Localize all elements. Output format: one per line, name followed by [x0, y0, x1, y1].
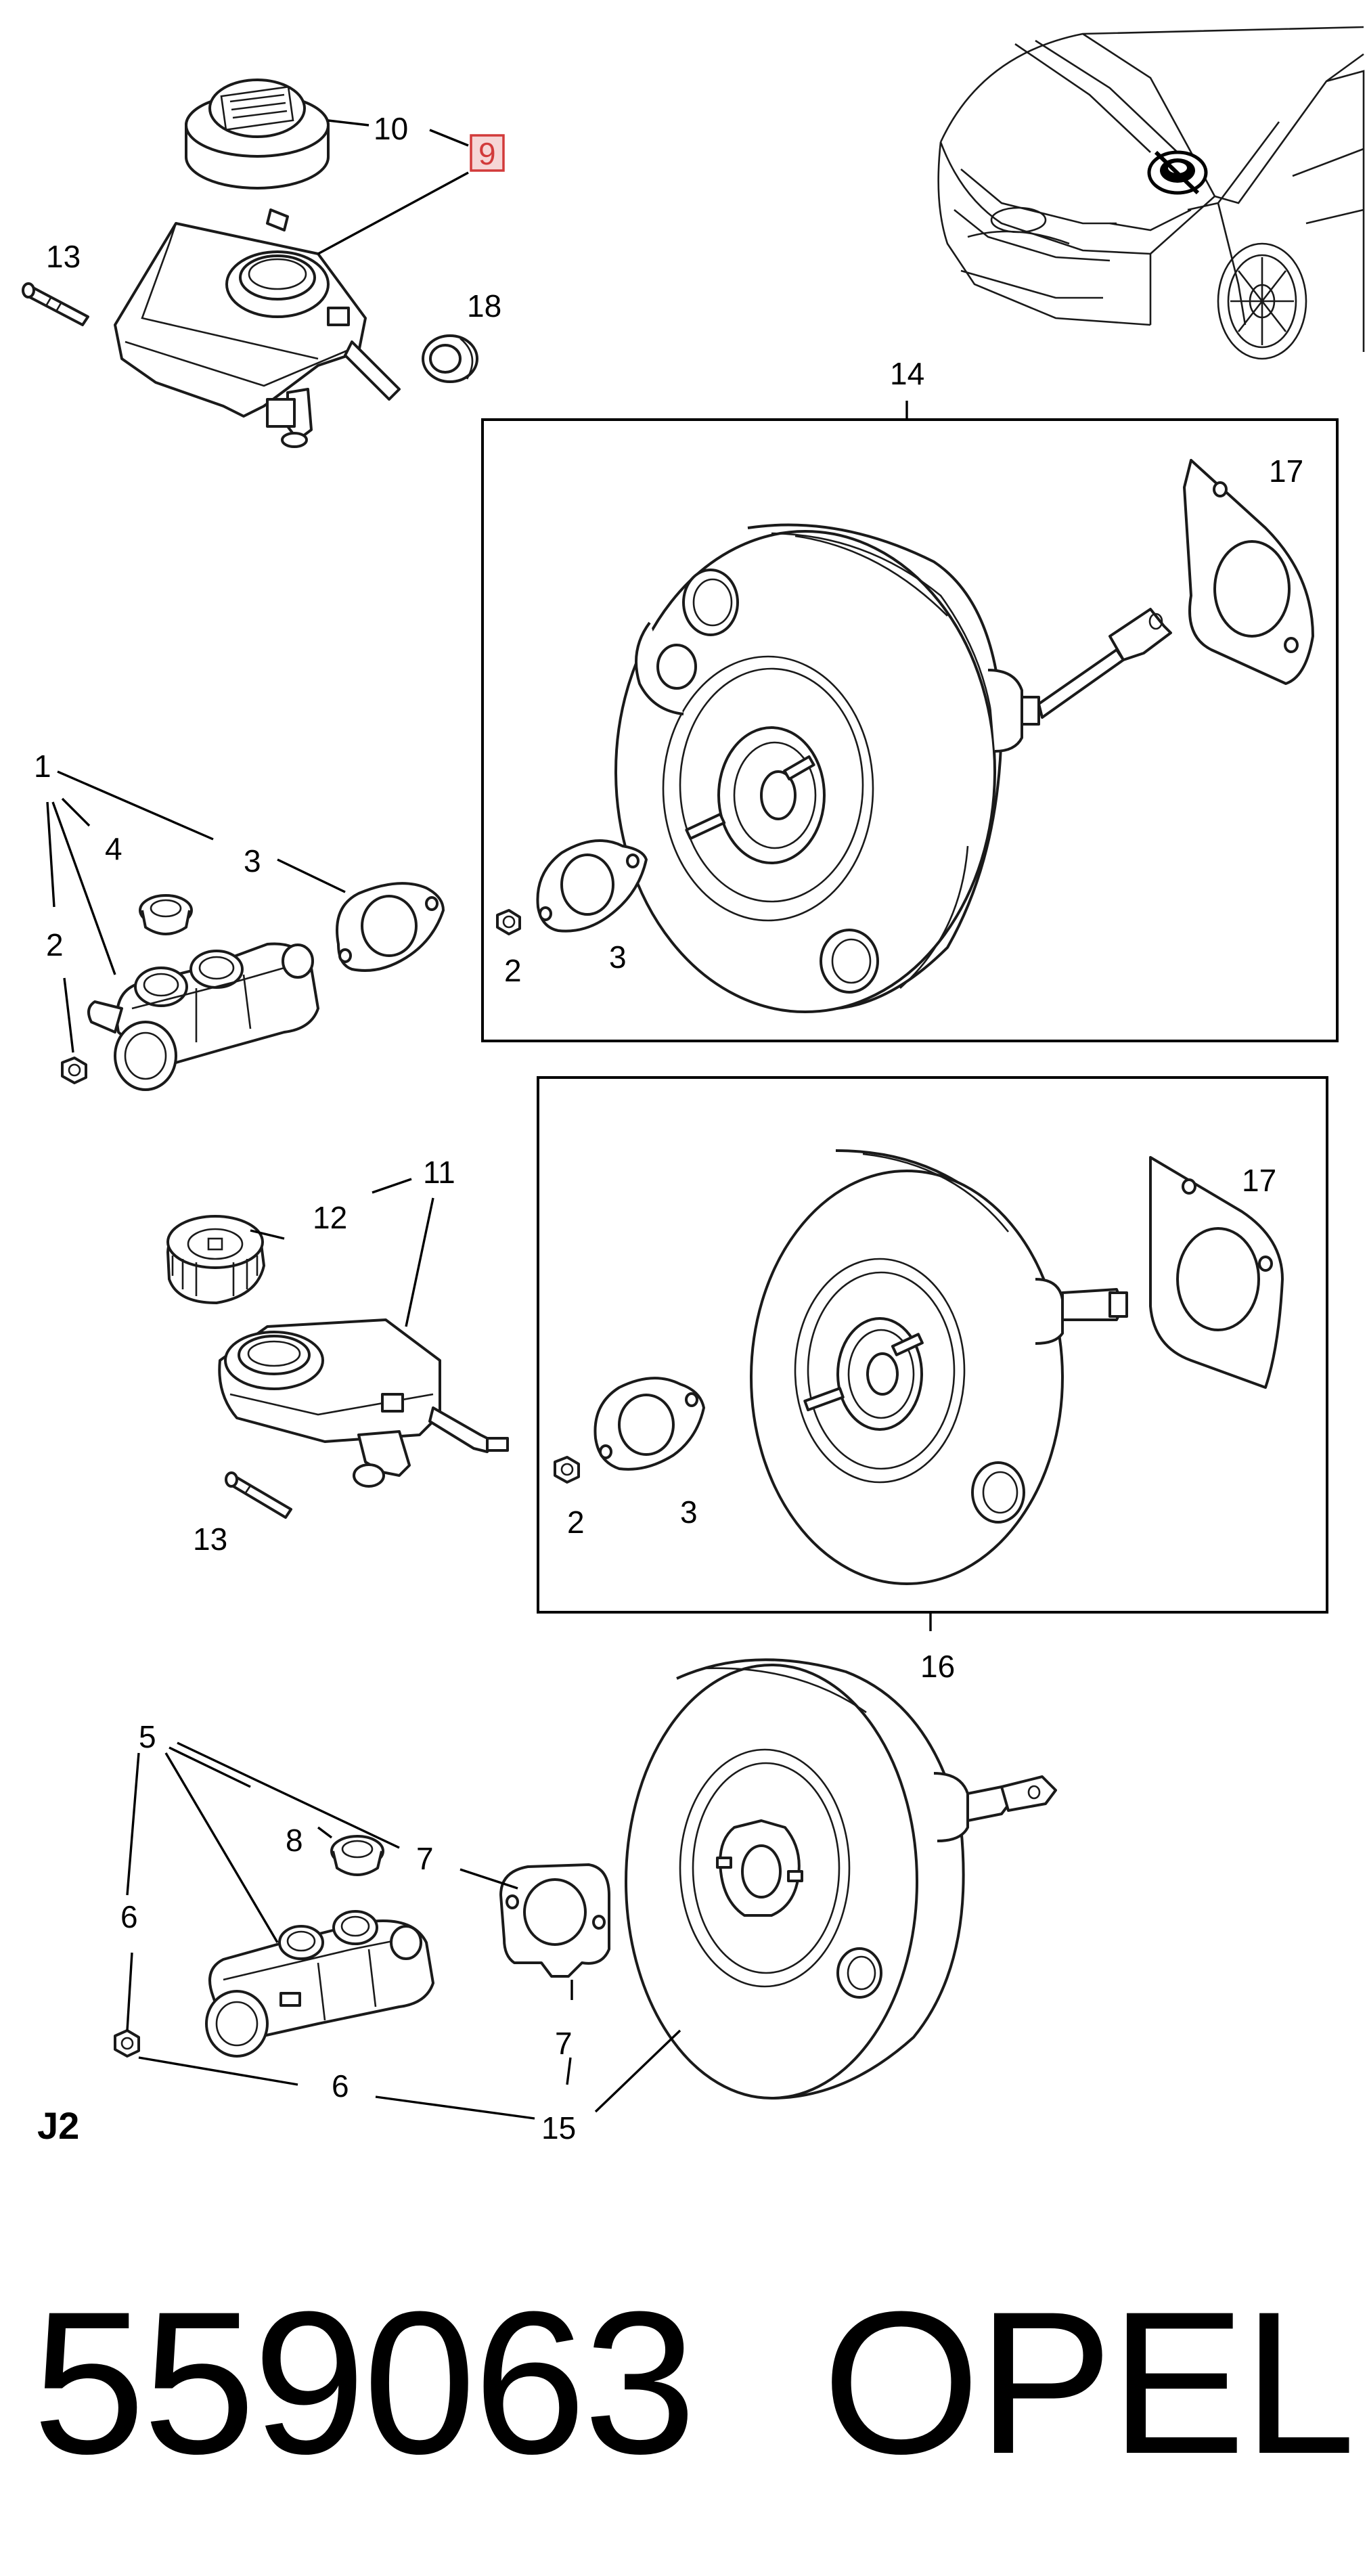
brake-booster-16 — [750, 1149, 1128, 1585]
brake-booster-box-16 — [537, 1076, 1328, 1614]
callout-14: 14 — [890, 356, 924, 391]
master-cylinder-5 — [205, 1910, 434, 2058]
brake-booster-14 — [614, 523, 1172, 1013]
gasket-7 — [499, 1863, 610, 1978]
callout-12: 12 — [313, 1200, 347, 1235]
page-code: J2 — [37, 2104, 79, 2147]
master-cylinder-1 — [87, 942, 319, 1091]
callout-6-bottom: 6 — [332, 2068, 349, 2104]
pin-13-middle — [225, 1471, 292, 1519]
callout-5: 5 — [139, 1719, 156, 1754]
gasket-17-middle — [1149, 1156, 1284, 1389]
callout-17-top: 17 — [1269, 453, 1303, 489]
callout-3-left: 3 — [244, 843, 261, 879]
gasket-17-top — [1183, 459, 1314, 685]
gasket-3-box14 — [536, 839, 648, 933]
reservoir-cap-12 — [166, 1215, 265, 1304]
callout-17-middle: 17 — [1242, 1163, 1276, 1198]
callout-3-box14: 3 — [609, 939, 627, 975]
brake-booster-15 — [625, 1658, 1057, 2100]
callout-2-box14: 2 — [504, 953, 522, 988]
reservoir-cap-10 — [185, 79, 330, 190]
callout-3-box16: 3 — [680, 1494, 698, 1530]
gasket-3-left — [336, 882, 445, 972]
grommet-8 — [330, 1835, 384, 1876]
callout-9: 9 — [478, 136, 496, 171]
brake-fluid-reservoir-9 — [114, 208, 401, 448]
pin-13-top — [22, 282, 89, 326]
callout-2-box16: 2 — [567, 1505, 585, 1540]
grommet-4 — [139, 894, 193, 935]
callout-18: 18 — [467, 288, 501, 324]
grommet-18 — [422, 334, 478, 383]
callout-7-bottom: 7 — [555, 2026, 573, 2061]
callout-7-top: 7 — [416, 1841, 434, 1876]
brake-booster-box-14 — [481, 418, 1339, 1042]
callout-15: 15 — [541, 2110, 576, 2146]
callout-10: 10 — [374, 111, 408, 146]
vehicle-location-view — [937, 26, 1365, 360]
callout-6-top: 6 — [120, 1899, 138, 1934]
nut-6 — [114, 2029, 140, 2058]
gasket-3-box16 — [593, 1377, 705, 1471]
brake-fluid-reservoir-11 — [218, 1318, 509, 1488]
brand-name: OPEL — [822, 2269, 1355, 2496]
callout-11: 11 — [423, 1155, 455, 1190]
callout-16: 16 — [920, 1649, 955, 1684]
callout-1: 1 — [34, 749, 51, 784]
highlight-box-9 — [470, 134, 505, 172]
part-number: 559063 — [32, 2269, 696, 2496]
nut-2-box16 — [554, 1456, 580, 1484]
callout-2-left: 2 — [46, 927, 64, 962]
nut-2-box14 — [496, 909, 521, 935]
callout-4: 4 — [105, 831, 122, 866]
callout-13-middle: 13 — [193, 1522, 227, 1557]
callout-8: 8 — [286, 1823, 303, 1858]
nut-2-left — [61, 1057, 87, 1084]
callout-13-top: 13 — [46, 239, 81, 274]
